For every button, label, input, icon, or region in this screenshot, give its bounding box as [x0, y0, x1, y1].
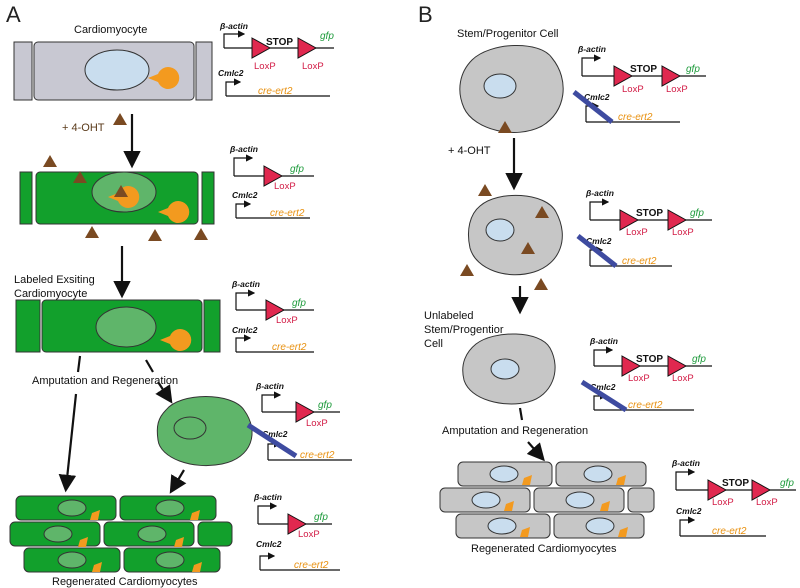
- svg-text:LoxP: LoxP: [276, 315, 298, 326]
- svg-text:LoxP: LoxP: [672, 373, 694, 384]
- construct-a1: β-actin STOP gfp LoxP LoxP Cmlc2 cre-ert…: [218, 21, 334, 97]
- svg-text:β-actin: β-actin: [577, 44, 606, 54]
- svg-text:Cmlc2: Cmlc2: [584, 92, 610, 102]
- svg-text:β-actin: β-actin: [589, 336, 618, 346]
- svg-text:cre-ert2: cre-ert2: [258, 86, 293, 97]
- svg-text:STOP: STOP: [630, 64, 657, 75]
- svg-text:cre-ert2: cre-ert2: [272, 342, 307, 353]
- svg-text:β-actin: β-actin: [219, 21, 248, 31]
- construct-a4: β-actin gfp LoxP Cmlc2 cre-ert2: [246, 381, 352, 461]
- svg-text:β-actin: β-actin: [229, 144, 258, 154]
- construct-b1: β-actin STOP gfp LoxP LoxP Cmlc2 cre-ert…: [572, 44, 706, 124]
- svg-text:Cmlc2: Cmlc2: [676, 506, 702, 516]
- svg-text:LoxP: LoxP: [302, 61, 324, 72]
- regenerated-gray-cluster: [439, 461, 655, 539]
- construct-a5: β-actin gfp LoxP Cmlc2 cre-ert2: [253, 492, 340, 571]
- svg-text:LoxP: LoxP: [622, 84, 644, 95]
- svg-text:STOP: STOP: [636, 208, 663, 219]
- svg-text:cre-ert2: cre-ert2: [622, 256, 657, 267]
- panel-a-letter: A: [6, 2, 21, 27]
- svg-text:LoxP: LoxP: [254, 61, 276, 72]
- svg-text:gfp: gfp: [780, 478, 794, 489]
- svg-text:LoxP: LoxP: [712, 497, 734, 508]
- unlabeled-label-3: Cell: [424, 338, 443, 350]
- svg-text:LoxP: LoxP: [666, 84, 688, 95]
- svg-text:gfp: gfp: [290, 164, 304, 175]
- cardiomyocyte-label: Cardiomyocyte: [74, 24, 147, 36]
- regenerated-label-a: Regenerated Cardiomyocytes: [52, 576, 198, 588]
- green-cardiomyocyte: [19, 171, 215, 225]
- svg-text:Cmlc2: Cmlc2: [586, 236, 612, 246]
- svg-text:LoxP: LoxP: [672, 227, 694, 238]
- svg-text:β-actin: β-actin: [255, 381, 284, 391]
- svg-text:Cmlc2: Cmlc2: [262, 429, 288, 439]
- stem-label: Stem/Progenitor Cell: [457, 28, 559, 40]
- tamoxifen-triangle: [113, 113, 127, 125]
- panel-b-letter: B: [418, 2, 433, 27]
- svg-text:gfp: gfp: [314, 512, 328, 523]
- construct-a2: β-actin gfp LoxP Cmlc2 cre-ert2: [229, 144, 314, 219]
- svg-text:gfp: gfp: [686, 64, 700, 75]
- amputation-label-b: Amputation and Regeneration: [442, 425, 588, 437]
- svg-text:LoxP: LoxP: [298, 529, 320, 540]
- svg-text:Cmlc2: Cmlc2: [590, 382, 616, 392]
- svg-text:β-actin: β-actin: [231, 279, 260, 289]
- svg-text:gfp: gfp: [692, 354, 706, 365]
- svg-text:STOP: STOP: [722, 478, 749, 489]
- construct-b3: β-actin STOP gfp LoxP LoxP Cmlc2 cre-ert…: [580, 336, 712, 413]
- unlabeled-label-1: Unlabeled: [424, 310, 474, 322]
- svg-text:STOP: STOP: [636, 354, 663, 365]
- arrow-b3: [526, 441, 545, 462]
- svg-text:Cmlc2: Cmlc2: [232, 190, 258, 200]
- regenerated-green-cluster: [9, 495, 233, 573]
- svg-text:LoxP: LoxP: [626, 227, 648, 238]
- svg-text:LoxP: LoxP: [306, 418, 328, 429]
- regenerated-label-b: Regenerated Cardiomyocytes: [471, 543, 617, 555]
- svg-text:Cmlc2: Cmlc2: [218, 68, 244, 78]
- arrow-a4: [155, 381, 173, 404]
- construct-a3: β-actin gfp LoxP Cmlc2 cre-ert2: [231, 279, 314, 353]
- svg-text:LoxP: LoxP: [756, 497, 778, 508]
- construct-b4: β-actin STOP gfp LoxP LoxP Cmlc2 cre-ert…: [671, 458, 796, 537]
- arrow-a5: [169, 469, 187, 494]
- svg-text:Cmlc2: Cmlc2: [256, 539, 282, 549]
- svg-text:β-actin: β-actin: [671, 458, 700, 468]
- svg-text:cre-ert2: cre-ert2: [294, 560, 329, 571]
- svg-text:gfp: gfp: [318, 400, 332, 411]
- svg-text:β-actin: β-actin: [253, 492, 282, 502]
- svg-text:gfp: gfp: [690, 208, 704, 219]
- svg-text:cre-ert2: cre-ert2: [628, 400, 663, 411]
- svg-text:β-actin: β-actin: [585, 188, 614, 198]
- labeled-label-1: Labeled Exsiting: [14, 274, 95, 286]
- amputation-label-a: Amputation and Regeneration: [32, 375, 178, 387]
- unlabeled-label-2: Stem/Progentior: [424, 324, 504, 336]
- arrow-a3: [58, 393, 78, 493]
- svg-text:cre-ert2: cre-ert2: [712, 526, 747, 537]
- labeled-label-2: Cardiomyocyte: [14, 288, 87, 300]
- construct-b2: β-actin STOP gfp LoxP LoxP Cmlc2 cre-ert…: [576, 188, 712, 268]
- svg-text:STOP: STOP: [266, 37, 293, 48]
- svg-text:cre-ert2: cre-ert2: [270, 208, 305, 219]
- svg-text:cre-ert2: cre-ert2: [300, 450, 335, 461]
- gray-cardiomyocyte: [13, 41, 213, 101]
- svg-text:LoxP: LoxP: [628, 373, 650, 384]
- svg-text:cre-ert2: cre-ert2: [618, 112, 653, 123]
- stem-cell-2: [467, 194, 563, 276]
- svg-text:Cmlc2: Cmlc2: [232, 325, 258, 335]
- svg-text:gfp: gfp: [292, 298, 306, 309]
- svg-text:gfp: gfp: [320, 31, 334, 42]
- ohtl-label-b: + 4-OHT: [448, 145, 491, 157]
- labeled-cardiomyocyte: [15, 299, 221, 353]
- svg-text:LoxP: LoxP: [274, 181, 296, 192]
- ohtl-label-a: + 4-OHT: [62, 122, 105, 134]
